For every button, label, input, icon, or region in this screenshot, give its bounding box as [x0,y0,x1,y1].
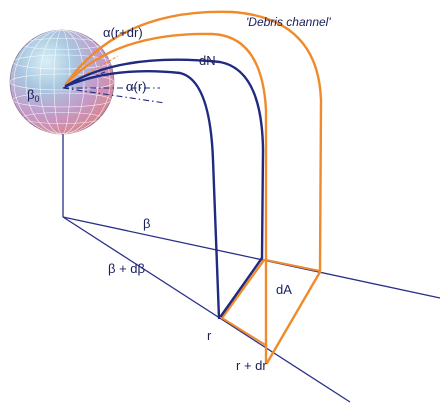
label-alpha-r: α(r) [126,79,147,94]
navy-trajectory-inner [64,69,221,320]
label-r: r [207,328,212,343]
orange-bottom-edge [220,258,266,320]
alpha-rays [62,71,166,104]
label-debris-channel: 'Debris channel' [246,15,331,29]
label-dA: dA [276,282,292,297]
planet-sphere [9,29,115,135]
orange-trajectory-outer [64,10,323,274]
label-r-dr: r + dr [236,358,267,373]
orange-ground-edge-dr [221,317,268,347]
orange-ground-edge-beta [265,259,321,272]
orange-edge-r-dr [265,270,322,365]
ground-line-beta-dbeta [62,216,351,403]
navy-channel [64,58,265,320]
label-beta: β [143,216,150,231]
orange-channel [64,10,323,365]
label-dN: dN [199,53,216,68]
navy-bottom-edge [219,256,264,318]
label-beta-0: β0 [27,87,40,104]
orange-trajectory-inner [64,32,268,262]
ground-line-beta [62,216,441,299]
label-alpha-r-dr: α(r+dr) [103,25,143,40]
label-beta-dbeta: β + dβ [108,261,145,276]
navy-trajectory-outer [64,58,265,260]
